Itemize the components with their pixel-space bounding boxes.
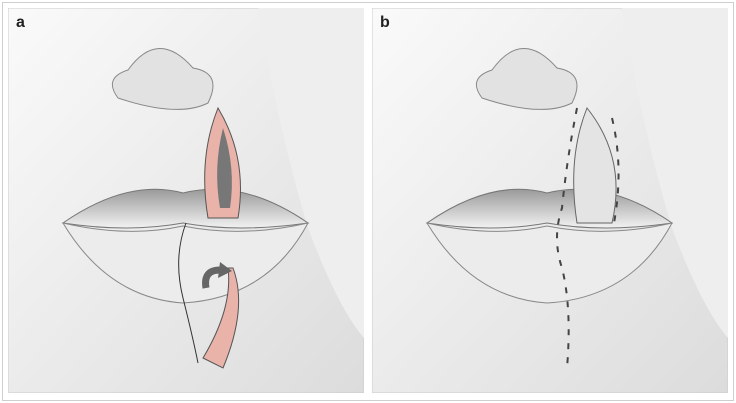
- panel-label: b: [380, 14, 390, 31]
- panel-b: b: [372, 8, 728, 393]
- panel-a: a: [8, 8, 364, 393]
- lower-lip: [61, 222, 309, 304]
- flap-lower: [202, 267, 240, 369]
- illustration-sutured-result: [372, 8, 728, 393]
- panel-label: a: [16, 14, 25, 31]
- suture-line: [556, 107, 578, 369]
- arrow-icon: [218, 262, 232, 278]
- illustration-flap-rotation: [8, 8, 364, 393]
- nose: [111, 48, 214, 110]
